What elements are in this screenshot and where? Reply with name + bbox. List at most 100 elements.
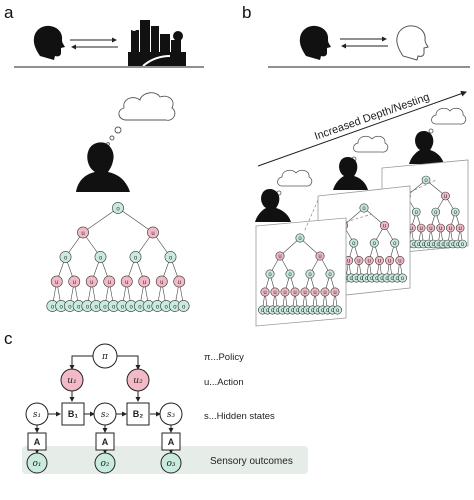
tree-node-label: o (51, 305, 55, 311)
outcome-node-1 (26, 452, 48, 474)
thought-cloud (106, 92, 176, 146)
state-node-3-label: s₃ (167, 410, 176, 420)
tree-action-node (310, 287, 320, 297)
tree-action-node (173, 275, 186, 288)
tree-node-label: o (385, 276, 389, 282)
tree-action-node (446, 223, 455, 233)
outcome-node-2 (94, 452, 116, 474)
tree-node-label: o (182, 305, 186, 311)
tree-outcome-node (94, 251, 107, 263)
tree-node-label: o (147, 305, 151, 311)
tree-node-label: o (427, 242, 431, 248)
tree-node-label: o (116, 207, 120, 213)
tree-outcome-node (349, 238, 359, 248)
tree-node-label: o (461, 242, 465, 248)
tree-action-node (147, 226, 159, 239)
tree-node-label: o (391, 276, 395, 282)
tree-action-node (300, 287, 310, 297)
tree-node-label: u (318, 254, 321, 260)
tree-action-node (138, 275, 151, 288)
panel-a-letter: a (4, 3, 14, 22)
tree-node-label: o (415, 210, 419, 216)
tree-node-label: o (134, 256, 138, 262)
tree-node-label: o (422, 242, 426, 248)
tree-node-label: o (331, 308, 335, 314)
tree-node-label: o (291, 308, 295, 314)
panel-c-letter: c (4, 329, 13, 348)
tree-node-label: u (73, 280, 76, 286)
tree-outcome-node (431, 207, 441, 217)
tree-node-label: o (103, 305, 107, 311)
tree-outcome-node (285, 269, 295, 279)
tree-node-label: u (449, 226, 452, 232)
tree-action-node (77, 226, 89, 239)
tree-node-label: o (298, 236, 302, 242)
tree-node-label: o (373, 241, 377, 247)
tree-node-label: o (326, 308, 330, 314)
outcome-node-1-label: o₁ (32, 459, 41, 469)
legend-action: u...Action (204, 377, 244, 388)
tree-action-node (395, 255, 405, 265)
tree-action-node (155, 275, 168, 288)
action-node-2 (126, 368, 150, 392)
tree-node-label: u (178, 280, 181, 286)
tree-outcome-node (59, 251, 72, 263)
tree-node-label: o (266, 308, 270, 314)
tree-node-label: o (437, 242, 441, 248)
tree-node-label: u (378, 258, 381, 264)
tree-action-node (315, 251, 325, 261)
likelihood-box-2 (95, 432, 115, 451)
tree-action-node (416, 223, 426, 233)
tree-node-label: u (357, 258, 360, 264)
tree-node-label: o (156, 305, 160, 311)
tree-node-label: o (362, 206, 366, 212)
tree-outcome-node (411, 207, 421, 217)
transition-box-1 (61, 402, 85, 426)
likelihood-box-2-label: A (102, 437, 109, 447)
tree-node-label: o (328, 272, 332, 278)
tree-node-label: u (439, 226, 442, 232)
tree-node-label: o (129, 305, 133, 311)
tree-node-label: o (173, 305, 177, 311)
tree-action-node (275, 251, 285, 261)
tree-node-label: o (412, 242, 416, 248)
tree-node-label: o (446, 242, 450, 248)
agent-agent-exchange-arrows (340, 36, 388, 49)
action-node-2-label: u₂ (133, 376, 143, 386)
tree-node-label: o (301, 308, 305, 314)
tree-node-label: o (355, 276, 359, 282)
tree-node-label: u (283, 290, 286, 296)
outcome-node-3-label: o₃ (166, 459, 175, 469)
tree-node-label: o (401, 276, 405, 282)
legend-states: s...Hidden states (204, 411, 275, 422)
tree-action-node (379, 221, 389, 231)
tree-outcome-node (164, 251, 177, 263)
likelihood-box-3 (161, 432, 181, 451)
tree-action-node (85, 275, 98, 288)
tree-node-label: o (281, 308, 285, 314)
tree-node-label: u (347, 258, 350, 264)
agent-head-silhouette-b (299, 25, 331, 60)
tree-node-label: o (112, 305, 116, 311)
tree-node-label: u (323, 290, 326, 296)
tree-node-label: u (263, 290, 266, 296)
tree-node-label: o (375, 276, 379, 282)
tree-node-label: u (383, 223, 386, 229)
tree-node-label: u (410, 226, 413, 232)
tree-node-label: o (417, 242, 421, 248)
tree-outcome-node (129, 251, 142, 263)
tree-node-label: o (434, 210, 438, 216)
state-node-1 (25, 402, 49, 426)
transition-box-2-label: B₂ (133, 409, 144, 419)
tree-node-label: o (268, 272, 272, 278)
tree-node-label: o (308, 272, 312, 278)
transition-box-1-label: B₁ (68, 409, 78, 419)
tree-node-label: o (99, 256, 103, 262)
tree-outcome-node (265, 269, 275, 279)
likelihood-box-1-label: A (34, 437, 41, 447)
tree-action-node (120, 275, 133, 288)
tree-node-label: u (125, 280, 128, 286)
